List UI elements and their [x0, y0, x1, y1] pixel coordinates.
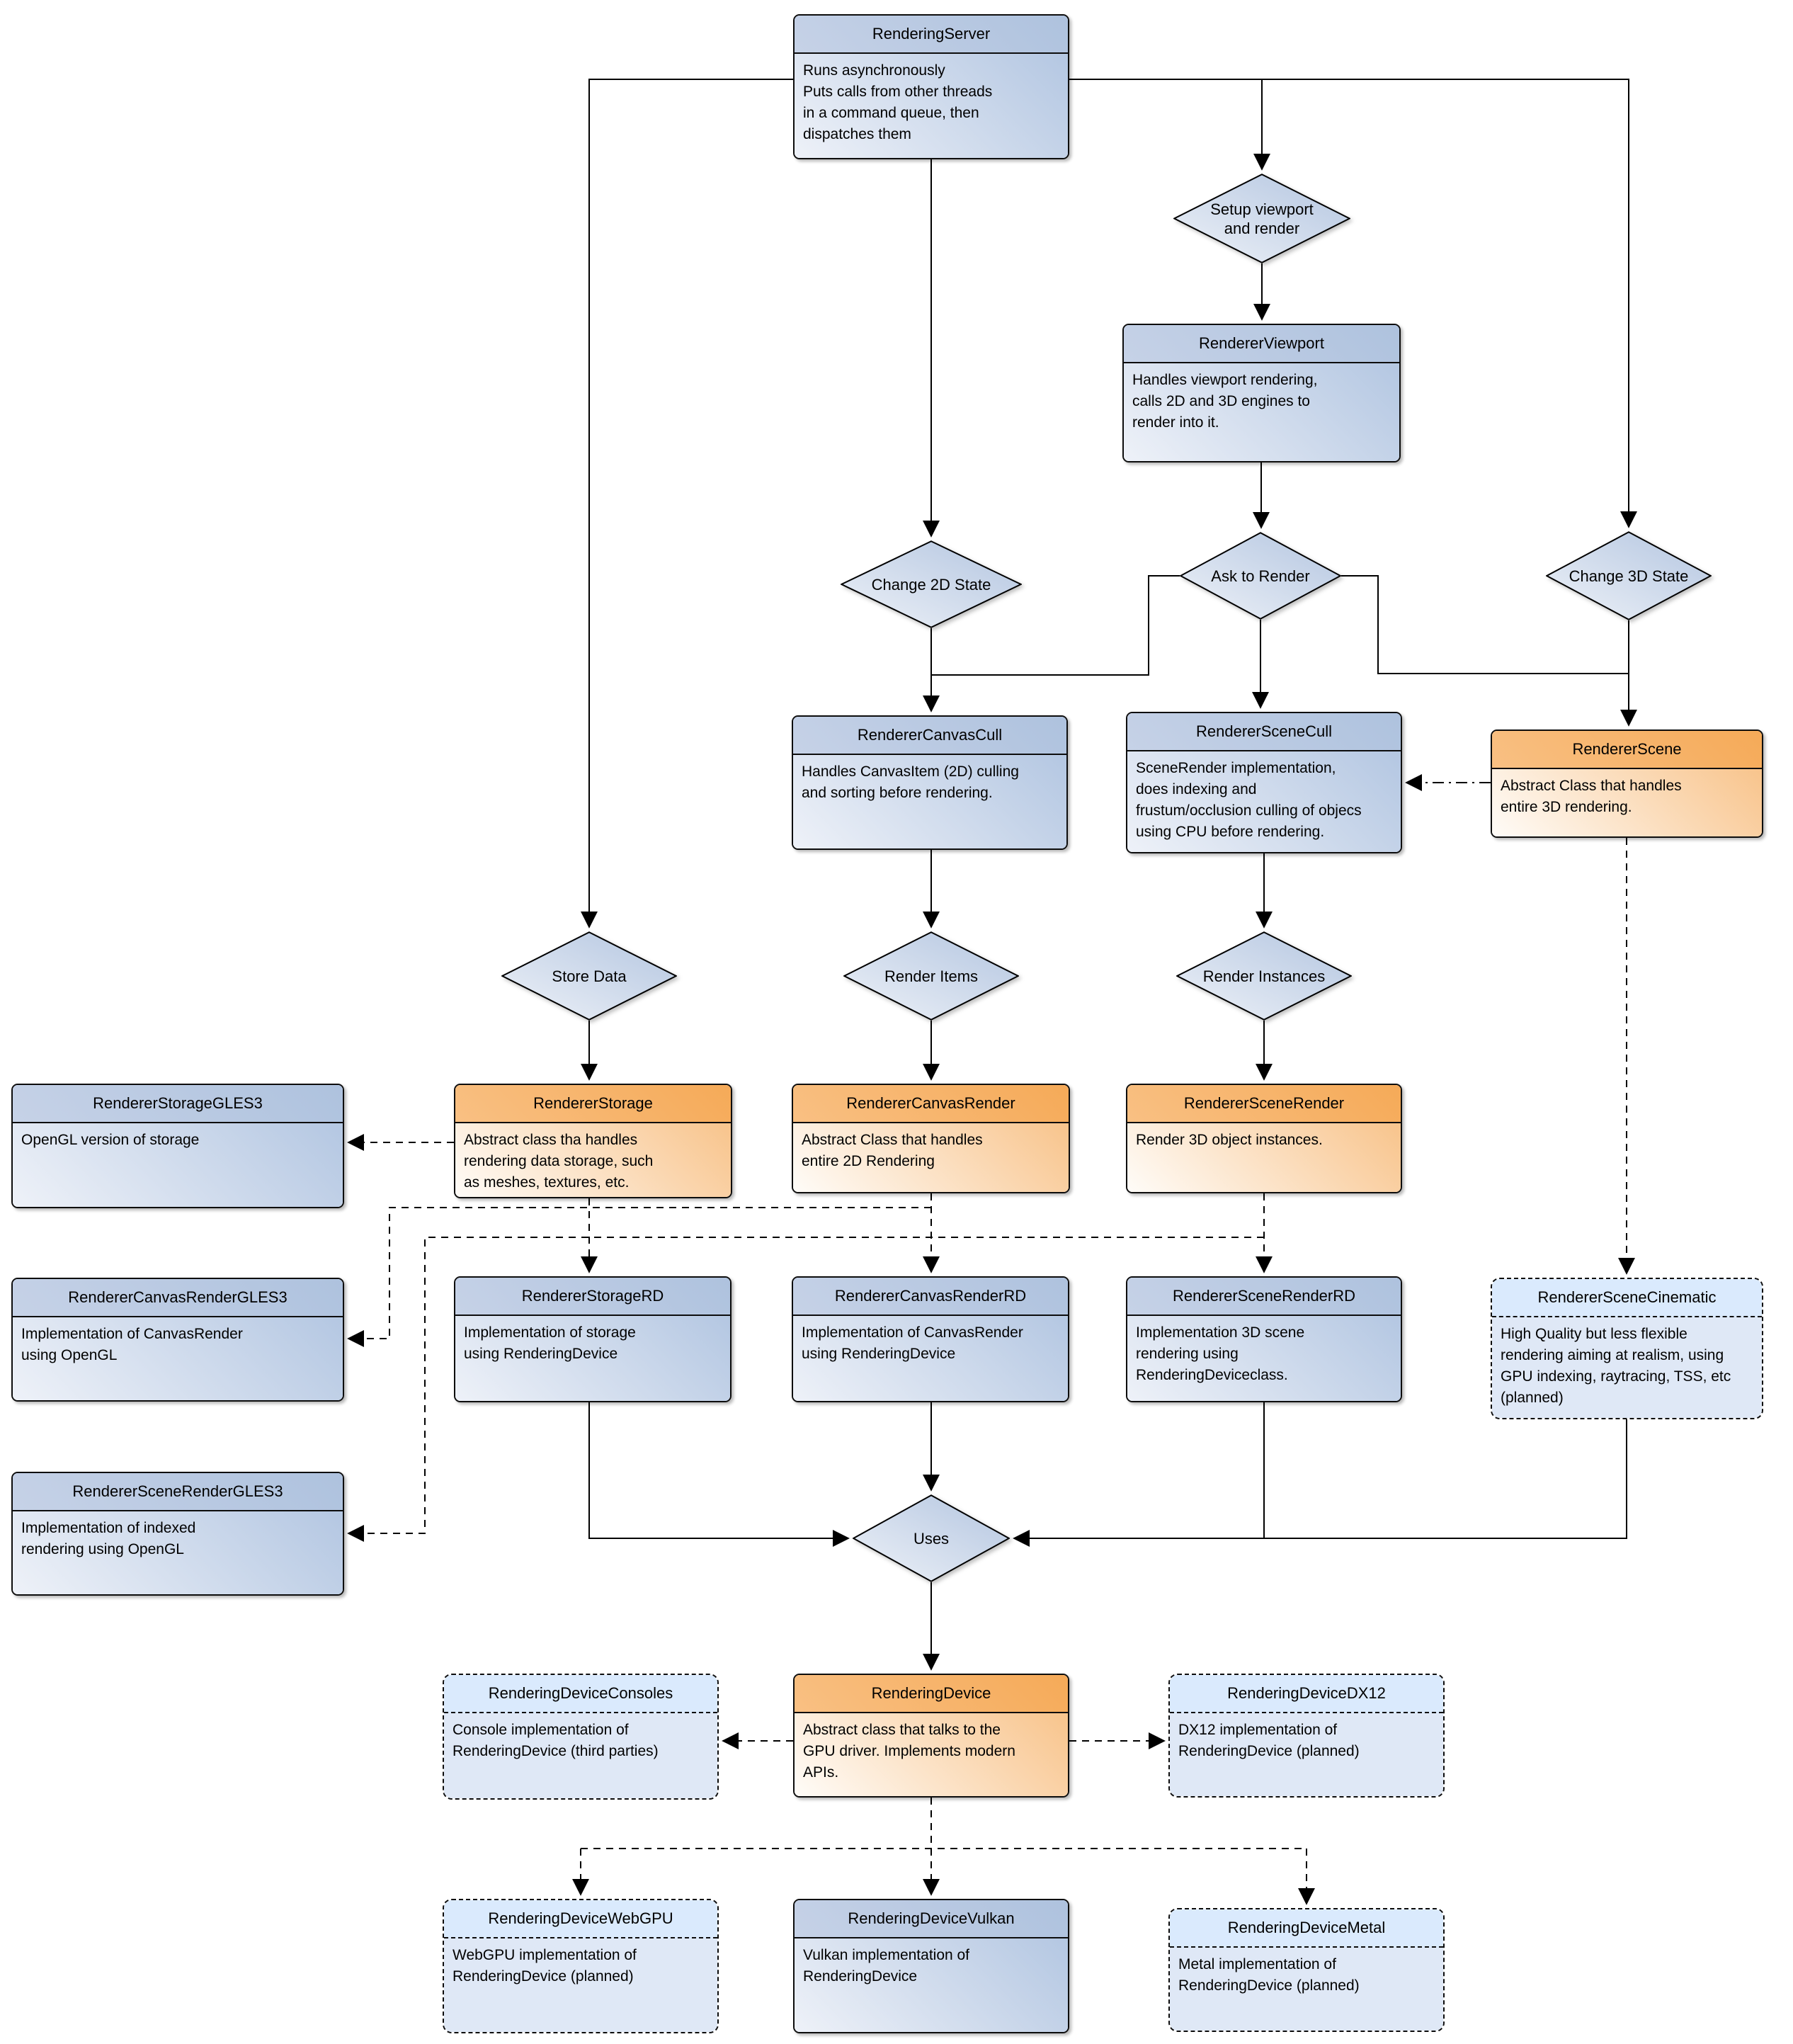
node-rendering-device-consoles: RenderingDeviceConsoles Console implemen… — [443, 1674, 719, 1800]
node-title: RenderingDeviceMetal — [1170, 1909, 1443, 1948]
node-body: Render 3D object instances. — [1127, 1123, 1401, 1192]
node-title: RendererStorageRD — [455, 1278, 730, 1316]
node-title: RendererCanvasCull — [793, 717, 1066, 755]
decision-label: Render Instances — [1202, 967, 1326, 985]
node-body: Implementation of CanvasRender using Ope… — [13, 1317, 343, 1400]
node-body: Abstract Class that handles entire 2D Re… — [793, 1123, 1069, 1192]
node-renderer-scene-cinematic: RendererSceneCinematic High Quality but … — [1491, 1278, 1763, 1419]
decision-setup-viewport: Setup viewport and render — [1173, 174, 1350, 263]
diamond-shape — [853, 1494, 1010, 1582]
decision-label: Setup viewport and render — [1210, 200, 1314, 237]
node-title: RenderingDeviceWebGPU — [444, 1900, 717, 1938]
node-title: RendererViewport — [1124, 325, 1399, 363]
node-body: OpenGL version of storage — [13, 1123, 343, 1207]
node-rendering-device-webgpu: RenderingDeviceWebGPU WebGPU implementat… — [443, 1899, 719, 2033]
node-renderer-storage: RendererStorage Abstract class tha handl… — [454, 1084, 732, 1198]
node-body: High Quality but less flexible rendering… — [1492, 1317, 1762, 1418]
node-title: RendererScene — [1492, 731, 1762, 769]
connector-cinematic-to-uses — [1013, 1419, 1627, 1547]
diamond-shape — [1180, 532, 1341, 620]
node-body: Abstract class tha handles rendering dat… — [455, 1123, 731, 1197]
node-title: RendererSceneCull — [1127, 713, 1401, 751]
decision-label: Change 2D State — [871, 575, 991, 594]
dashed-connectors — [347, 838, 1635, 1905]
connector-server-to-storedata — [581, 79, 793, 929]
node-renderer-canvas-render-rd: RendererCanvasRenderRD Implementation of… — [792, 1276, 1069, 1402]
node-rendering-device: RenderingDevice Abstract class that talk… — [793, 1674, 1069, 1798]
node-rendering-device-vulkan: RenderingDeviceVulkan Vulkan implementat… — [793, 1899, 1069, 2033]
node-renderer-scene: RendererScene Abstract Class that handle… — [1491, 729, 1763, 838]
node-title: RendererCanvasRenderRD — [793, 1278, 1068, 1316]
node-body: DX12 implementation of RenderingDevice (… — [1170, 1713, 1443, 1796]
decision-label: Change 3D State — [1569, 567, 1689, 585]
decision-uses: Uses — [853, 1494, 1010, 1582]
node-body: Metal implementation of RenderingDevice … — [1170, 1948, 1443, 2031]
node-title: RendererCanvasRender — [793, 1085, 1069, 1123]
node-rendering-device-metal: RenderingDeviceMetal Metal implementatio… — [1168, 1908, 1445, 2032]
node-renderer-canvas-render: RendererCanvasRender Abstract Class that… — [792, 1084, 1070, 1193]
decision-label: Uses — [913, 1529, 950, 1548]
decision-store-data: Store Data — [501, 931, 677, 1021]
node-title: RendererSceneRenderGLES3 — [13, 1473, 343, 1511]
node-body: Abstract Class that handles entire 3D re… — [1492, 769, 1762, 836]
node-body: Implementation of CanvasRender using Ren… — [793, 1316, 1068, 1401]
node-renderer-scene-render: RendererSceneRender Render 3D object ins… — [1126, 1084, 1402, 1193]
diamond-shape — [841, 540, 1022, 628]
node-title: RendererSceneRender — [1127, 1085, 1401, 1123]
node-renderer-scene-render-rd: RendererSceneRenderRD Implementation 3D … — [1126, 1276, 1402, 1402]
node-renderer-storage-gles3: RendererStorageGLES3 OpenGL version of s… — [11, 1084, 344, 1208]
decision-render-instances: Render Instances — [1176, 931, 1352, 1021]
diamond-shape — [1176, 931, 1352, 1021]
node-title: RendererStorage — [455, 1085, 731, 1123]
node-body: WebGPU implementation of RenderingDevice… — [444, 1938, 717, 2032]
connector-scenerender-to-scenerendergles3 — [347, 1237, 1264, 1542]
decision-label: Render Items — [884, 967, 979, 985]
solid-connectors — [581, 79, 1637, 1671]
diamond-shape — [501, 931, 677, 1021]
node-rendering-server: RenderingServer Runs asynchronously Puts… — [793, 14, 1069, 159]
decision-label: Ask to Render — [1211, 567, 1310, 585]
node-body: SceneRender implementation, does indexin… — [1127, 751, 1401, 852]
node-title: RendererSceneRenderRD — [1127, 1278, 1401, 1316]
decision-ask-to-render: Ask to Render — [1180, 532, 1341, 620]
connector-canvasrender-to-canvasrendergles3 — [347, 1207, 931, 1347]
node-rendering-device-dx12: RenderingDeviceDX12 DX12 implementation … — [1168, 1674, 1445, 1798]
node-title: RenderingServer — [795, 16, 1068, 54]
node-body: Handles viewport rendering, calls 2D and… — [1124, 363, 1399, 461]
node-title: RenderingDeviceDX12 — [1170, 1675, 1443, 1713]
node-body: Handles CanvasItem (2D) culling and sort… — [793, 755, 1066, 848]
decision-label: Store Data — [552, 967, 627, 985]
diamond-shape — [1546, 531, 1712, 620]
connector-ask-right-elbow — [1341, 575, 1629, 674]
decision-render-items: Render Items — [843, 931, 1019, 1021]
node-title: RenderingDeviceVulkan — [795, 1900, 1068, 1938]
connector-server-to-change3d — [1069, 79, 1637, 528]
node-renderer-storage-rd: RendererStorageRD Implementation of stor… — [454, 1276, 732, 1402]
node-renderer-viewport: RendererViewport Handles viewport render… — [1122, 324, 1401, 462]
connector-storagerd-to-uses — [588, 1402, 850, 1547]
diamond-shape — [1173, 174, 1350, 263]
node-body: Implementation of indexed rendering usin… — [13, 1511, 343, 1594]
node-renderer-canvas-cull: RendererCanvasCull Handles CanvasItem (2… — [792, 715, 1068, 850]
node-renderer-scene-cull: RendererSceneCull SceneRender implementa… — [1126, 712, 1402, 853]
node-body: Runs asynchronously Puts calls from othe… — [795, 54, 1068, 158]
node-body: Console implementation of RenderingDevic… — [444, 1713, 717, 1798]
node-title: RenderingDeviceConsoles — [444, 1675, 717, 1713]
node-renderer-canvas-render-gles3: RendererCanvasRenderGLES3 Implementation… — [11, 1278, 344, 1402]
node-body: Vulkan implementation of RenderingDevice — [795, 1938, 1068, 2032]
decision-change-3d-state: Change 3D State — [1546, 531, 1712, 620]
connector-ask-left-elbow — [931, 575, 1180, 676]
decision-change-2d-state: Change 2D State — [841, 540, 1022, 628]
node-title: RendererStorageGLES3 — [13, 1085, 343, 1123]
node-body: Abstract class that talks to the GPU dri… — [795, 1713, 1068, 1796]
node-title: RendererCanvasRenderGLES3 — [13, 1279, 343, 1317]
diamond-shape — [843, 931, 1019, 1021]
node-renderer-scene-render-gles3: RendererSceneRenderGLES3 Implementation … — [11, 1472, 344, 1596]
node-body: Implementation of storage using Renderin… — [455, 1316, 730, 1401]
node-body: Implementation 3D scene rendering using … — [1127, 1316, 1401, 1401]
node-title: RendererSceneCinematic — [1492, 1279, 1762, 1317]
node-title: RenderingDevice — [795, 1675, 1068, 1713]
